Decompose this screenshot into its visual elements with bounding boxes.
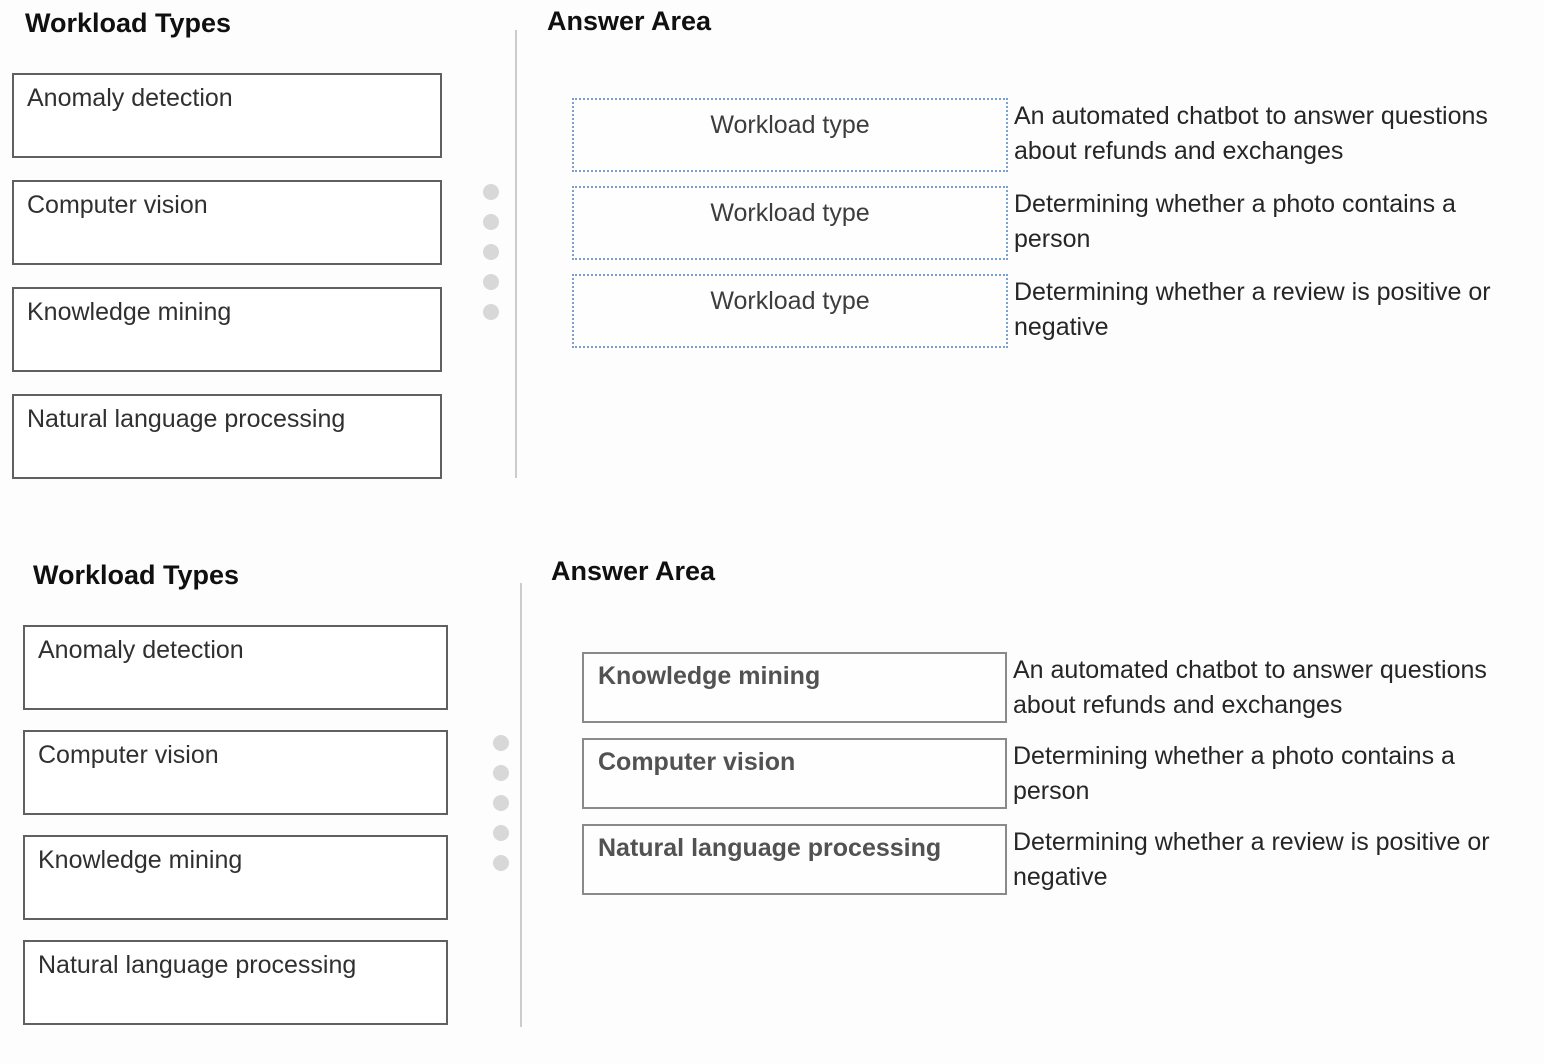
- answer-slot-filled[interactable]: Knowledge mining: [582, 652, 1007, 723]
- workload-option[interactable]: Knowledge mining: [12, 287, 442, 372]
- section-divider: [515, 30, 517, 478]
- workload-option[interactable]: Anomaly detection: [12, 73, 442, 158]
- scenario-description: Determining whether a review is positive…: [1013, 828, 1490, 891]
- dot-icon: [483, 184, 499, 200]
- scenario-description: Determining whether a review is positive…: [1014, 278, 1491, 341]
- answer-row: Computer vision Determining whether a ph…: [582, 738, 1537, 809]
- answer-row: Workload type Determining whether a phot…: [572, 186, 1538, 260]
- workload-options-list: Anomaly detection Computer vision Knowle…: [12, 73, 442, 479]
- answer-row: Workload type Determining whether a revi…: [572, 274, 1538, 348]
- dot-icon: [493, 855, 509, 871]
- answer-slot-empty[interactable]: Workload type: [572, 98, 1008, 172]
- workload-types-heading: Workload Types: [33, 560, 240, 590]
- answer-row: Workload type An automated chatbot to an…: [572, 98, 1538, 172]
- workload-option[interactable]: Natural language processing: [12, 394, 442, 479]
- answer-area-heading: Answer Area: [547, 6, 712, 36]
- answer-rows: Workload type An automated chatbot to an…: [572, 98, 1538, 348]
- answer-rows: Knowledge mining An automated chatbot to…: [582, 652, 1537, 895]
- dot-icon: [493, 825, 509, 841]
- answer-slot-empty[interactable]: Workload type: [572, 186, 1008, 260]
- solution-panel: Workload Types Anomaly detection Compute…: [0, 540, 1544, 1064]
- workload-option[interactable]: Computer vision: [23, 730, 448, 815]
- scenario-description: Determining whether a photo contains a p…: [1013, 742, 1455, 805]
- drag-indicator-dots: [483, 184, 499, 320]
- workload-option[interactable]: Anomaly detection: [23, 625, 448, 710]
- scenario-description: Determining whether a photo contains a p…: [1014, 190, 1456, 253]
- dot-icon: [493, 765, 509, 781]
- answer-area-heading: Answer Area: [551, 556, 716, 586]
- drag-indicator-dots: [493, 735, 509, 871]
- workload-options-list: Anomaly detection Computer vision Knowle…: [23, 625, 448, 1025]
- scenario-description: An automated chatbot to answer questions…: [1014, 102, 1488, 165]
- dot-icon: [493, 795, 509, 811]
- scenario-description: An automated chatbot to answer questions…: [1013, 656, 1487, 719]
- dot-icon: [483, 214, 499, 230]
- answer-row: Natural language processing Determining …: [582, 824, 1537, 895]
- dot-icon: [493, 735, 509, 751]
- answer-slot-empty[interactable]: Workload type: [572, 274, 1008, 348]
- workload-types-heading: Workload Types: [25, 8, 232, 38]
- answer-row: Knowledge mining An automated chatbot to…: [582, 652, 1537, 723]
- dot-icon: [483, 304, 499, 320]
- dot-icon: [483, 274, 499, 290]
- answer-slot-filled[interactable]: Natural language processing: [582, 824, 1007, 895]
- dot-icon: [483, 244, 499, 260]
- answer-slot-filled[interactable]: Computer vision: [582, 738, 1007, 809]
- section-divider: [520, 583, 522, 1027]
- workload-option[interactable]: Knowledge mining: [23, 835, 448, 920]
- question-panel: Workload Types Anomaly detection Compute…: [12, 6, 1538, 479]
- workload-option[interactable]: Natural language processing: [23, 940, 448, 1025]
- workload-option[interactable]: Computer vision: [12, 180, 442, 265]
